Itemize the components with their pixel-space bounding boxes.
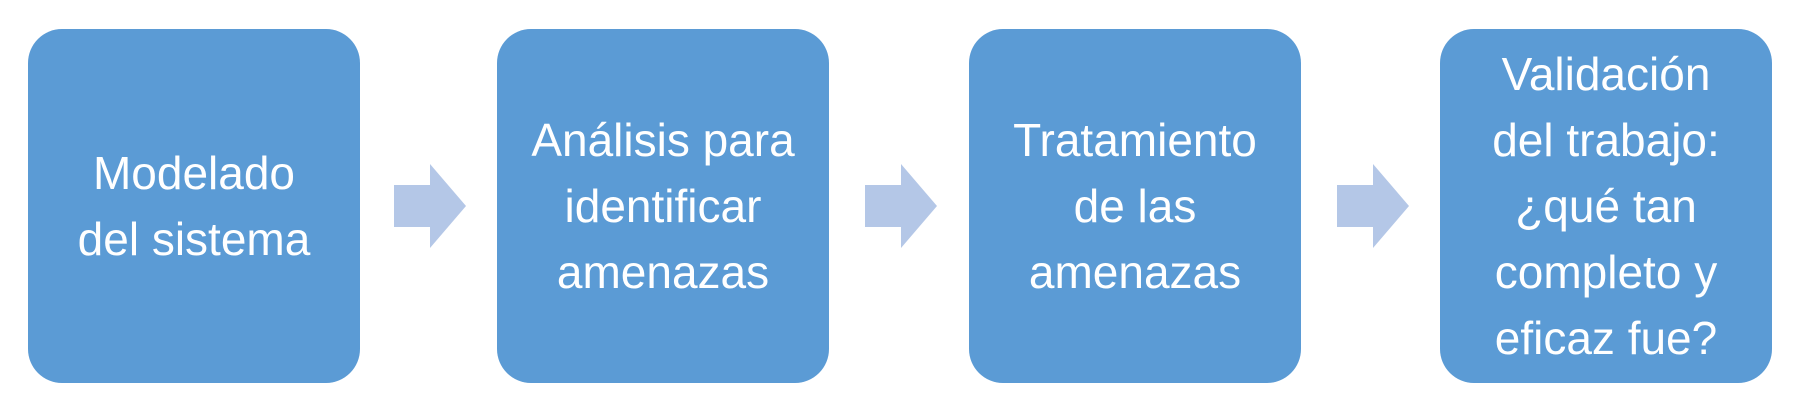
step-2-label: Análisis para identificar amenazas <box>531 114 795 298</box>
step-1-label: Modelado del sistema <box>77 147 311 265</box>
arrow-right-icon <box>865 164 937 248</box>
arrow-right-icon <box>394 164 466 248</box>
step-2-box: Análisis para identificar amenazas <box>497 29 829 383</box>
step-4-box: Validación del trabajo: ¿qué tan complet… <box>1440 29 1772 383</box>
step-3-label: Tratamiento de las amenazas <box>1013 114 1257 298</box>
step-4-label: Validación del trabajo: ¿qué tan complet… <box>1492 48 1720 364</box>
step-1-box: Modelado del sistema <box>28 29 360 383</box>
step-3-box: Tratamiento de las amenazas <box>969 29 1301 383</box>
arrow-right-icon <box>1337 164 1409 248</box>
